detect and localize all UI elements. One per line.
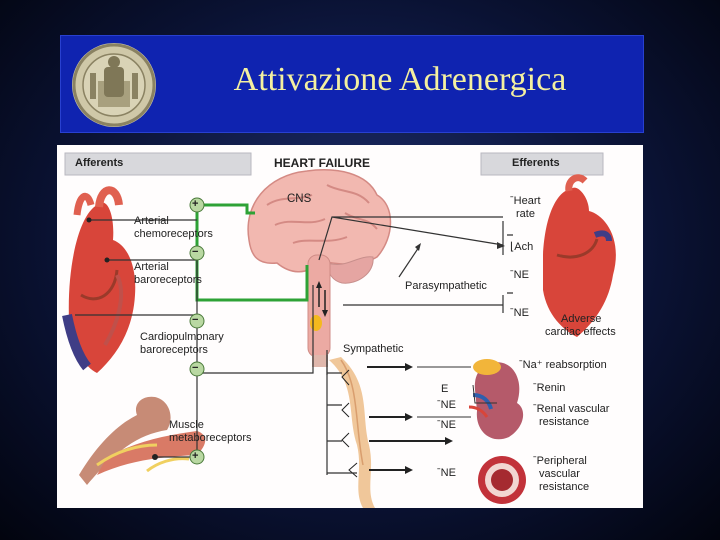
sign-plus-chemo: + — [192, 198, 198, 211]
ne-label-3: ˉNE — [437, 399, 456, 412]
kidney-illustration — [469, 359, 523, 439]
sign-minus-cardio: − — [192, 314, 198, 327]
spinal-cord-illustration — [329, 357, 375, 508]
ach-label: ⌊Ach — [510, 241, 533, 254]
sign-minus-baro: − — [192, 246, 198, 259]
header-heart-failure: HEART FAILURE — [274, 157, 370, 170]
left-heart-illustration — [67, 190, 135, 373]
cns-label: CNS — [287, 193, 311, 206]
renin-label: ˉRenin — [533, 382, 565, 395]
ne-label-5: ˉNE — [437, 467, 456, 480]
sign-plus-muscle: + — [192, 450, 198, 463]
ne-label-1: ˉNE — [510, 269, 529, 282]
brain-illustration — [248, 170, 390, 367]
heart-failure-figure: Afferents HEART FAILURE Efferents CNS Ar… — [57, 145, 643, 508]
header-afferents: Afferents — [75, 157, 123, 170]
slide-title: Attivazione Adrenergica — [180, 61, 620, 99]
parasympathetic-label: Parasympathetic — [405, 280, 487, 293]
header-efferents: Efferents — [512, 157, 560, 170]
university-seal-icon — [70, 41, 158, 129]
e-label: E — [441, 383, 448, 396]
blood-vessel-illustration — [478, 456, 526, 504]
ne-label-2: ˉNE — [510, 307, 529, 320]
sympathetic-label: Sympathetic — [343, 343, 404, 356]
title-bar: Attivazione Adrenergica — [60, 35, 644, 133]
ne-label-4: ˉNE — [437, 419, 456, 432]
sign-minus-cardio-2: − — [192, 362, 198, 375]
na-reabsorption-label: ˉNa⁺ reabsorption — [519, 359, 607, 372]
